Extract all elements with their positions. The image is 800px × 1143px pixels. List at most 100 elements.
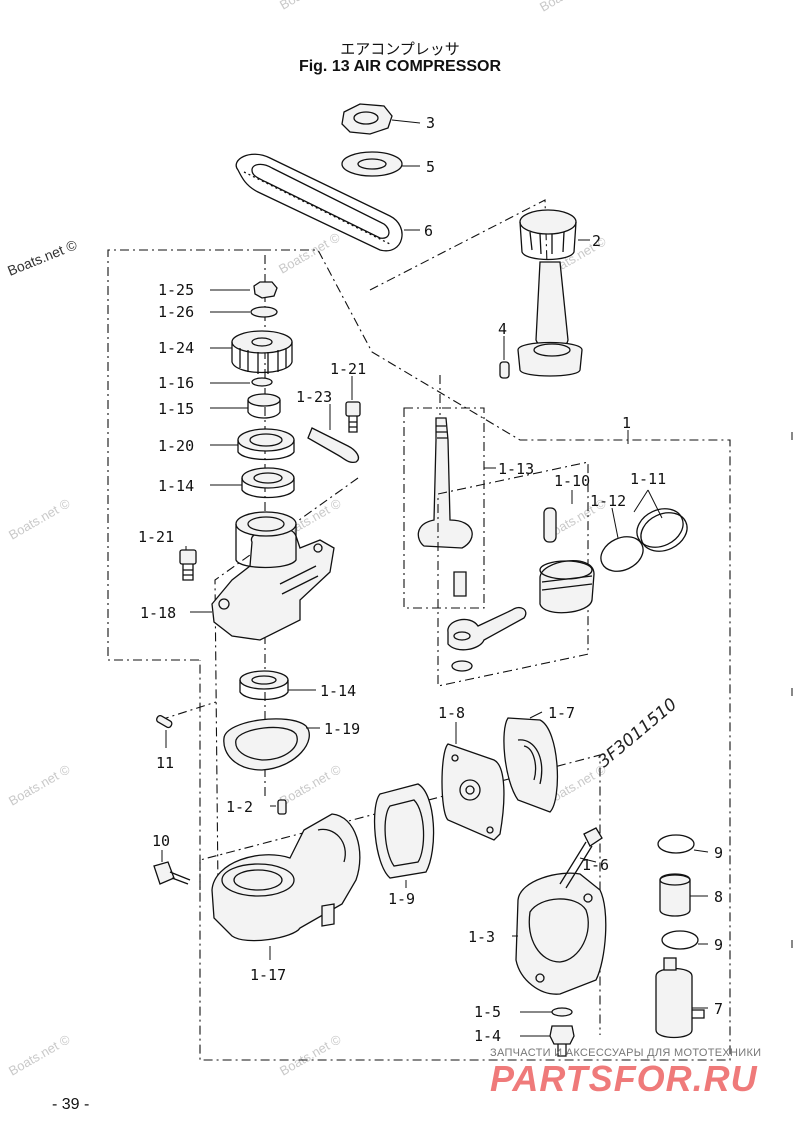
callout-1-12: 1-12 (590, 492, 626, 510)
callout-1: 1 (622, 414, 631, 432)
callout-1-24: 1-24 (158, 339, 194, 357)
callout-1-19: 1-19 (324, 720, 360, 738)
watermark: Boats.net © (277, 1031, 344, 1078)
callout-1-20: 1-20 (158, 437, 194, 455)
housing-part-1-18 (211, 511, 335, 641)
callout-1-26: 1-26 (158, 303, 194, 321)
pin-axis (159, 701, 217, 721)
callout-1-14: 1-14 (158, 477, 194, 495)
bolt-part-10 (153, 861, 191, 885)
pulley-part-2 (517, 209, 583, 377)
callout-11: 11 (156, 754, 174, 772)
key-part-4 (499, 361, 510, 379)
washer-part-1-5 (551, 1007, 573, 1017)
callout-7: 7 (714, 1000, 723, 1018)
callout-1-16: 1-16 (158, 374, 194, 392)
watermark: Boats.net © (6, 495, 73, 542)
figure-title: Fig. 13 AIR COMPRESSOR (298, 58, 502, 75)
callout-8: 8 (714, 888, 723, 906)
callout-9: 9 (714, 936, 723, 954)
figure-title-japanese: エアコンプレッサ (340, 40, 460, 58)
callout-1-9: 1-9 (388, 890, 415, 908)
callout-1-6: 1-6 (582, 856, 609, 874)
ring-part-1-16 (251, 377, 273, 387)
callout-1-5: 1-5 (474, 1003, 501, 1021)
callout-1-8: 1-8 (438, 704, 465, 722)
seal-part-1-15 (247, 393, 281, 419)
callout-1-14: 1-14 (320, 682, 356, 700)
callout-2: 2 (592, 232, 601, 250)
callout-6: 6 (424, 222, 433, 240)
watermark: Boats.net © (277, 761, 344, 808)
bearing-part-1-14-upper (241, 467, 295, 499)
hose-part-8 (659, 873, 691, 917)
callout-10: 10 (152, 832, 170, 850)
assembly-boundaries (107, 199, 731, 1061)
clamp-part-9-upper (657, 834, 695, 854)
watermark: Boats.net © (6, 761, 73, 808)
boundary-upper-left (107, 249, 262, 661)
clamp-part-9-lower (661, 930, 699, 950)
callout-1-23: 1-23 (296, 388, 332, 406)
connecting-rod (447, 606, 527, 672)
page-number: - 39 - (52, 1096, 90, 1113)
piston-pin-part-1-10 (543, 507, 557, 543)
belt-axis (369, 199, 548, 291)
plug-part-1-21-lower (179, 549, 197, 581)
washer-part-5 (341, 151, 403, 177)
gasket-part-1-19 (223, 718, 310, 771)
callout-1-21: 1-21 (138, 528, 174, 546)
shop-tagline: ЗАПЧАСТИ И АКСЕССУАРЫ ДЛЯ МОТОТЕХНИКИ (490, 1047, 762, 1059)
boundary-crankshaft (403, 407, 485, 609)
boundary-bracket (214, 477, 359, 891)
callout-3: 3 (426, 114, 435, 132)
watermark: Boats.net © (277, 0, 344, 13)
watermark: Boats.net © (6, 1031, 73, 1078)
pin-part-11 (156, 714, 173, 729)
callout-1-17: 1-17 (250, 966, 286, 984)
watermark: Boats.net © (276, 229, 343, 276)
callout-1-13: 1-13 (498, 460, 534, 478)
plate-part-1-8 (441, 743, 505, 841)
timing-belt-part-6 (235, 153, 403, 252)
callout-1-25: 1-25 (158, 281, 194, 299)
callout-1-18: 1-18 (140, 604, 176, 622)
callout-1-10: 1-10 (554, 472, 590, 490)
bolt-part-1-2 (277, 799, 287, 815)
nut-part-3 (341, 103, 393, 135)
callout-9: 9 (714, 844, 723, 862)
filter-part-7 (655, 957, 705, 1039)
gear-part-1-24 (231, 330, 293, 374)
callout-1-11: 1-11 (630, 470, 666, 488)
callout-5: 5 (426, 158, 435, 176)
ring-part-1-11 (636, 508, 688, 552)
handwritten-note: 3F3011510 (594, 695, 681, 772)
boundary-assembly-1 (199, 249, 731, 1061)
bolt-part-1-6 (559, 827, 603, 889)
callout-1-3: 1-3 (468, 928, 495, 946)
callout-1-2: 1-2 (226, 798, 253, 816)
watermark: Boats.net © (537, 0, 604, 15)
plug-part-1-21-upper (345, 401, 361, 433)
clip-part-1-23 (307, 427, 360, 464)
ring-part-1-12 (600, 536, 644, 572)
nut-part-1-25 (253, 281, 278, 299)
piston-part-1-10 (539, 560, 595, 614)
callout-1-4: 1-4 (474, 1027, 501, 1045)
callout-1-15: 1-15 (158, 400, 194, 418)
shop-logo: PARTSFOR.RU (490, 1058, 758, 1099)
bearing-part-1-20 (237, 428, 295, 461)
washer-part-1-26 (250, 306, 278, 318)
callout-1-7: 1-7 (548, 704, 575, 722)
watermark: Boats.net © (5, 236, 80, 279)
crankshaft-part-1-13 (417, 417, 473, 597)
cylinder-head-part-1-3 (515, 872, 607, 995)
reed-valve-part-1-7 (503, 717, 558, 813)
callout-labels: 3 5 6 2 4 1 1-25 1-26 1-24 1-16 1-15 1-2… (138, 114, 723, 1045)
base-part-1-17 (211, 813, 361, 942)
callout-4: 4 (498, 320, 507, 338)
gasket-part-1-9 (373, 783, 435, 879)
leader-lines (161, 119, 709, 1037)
